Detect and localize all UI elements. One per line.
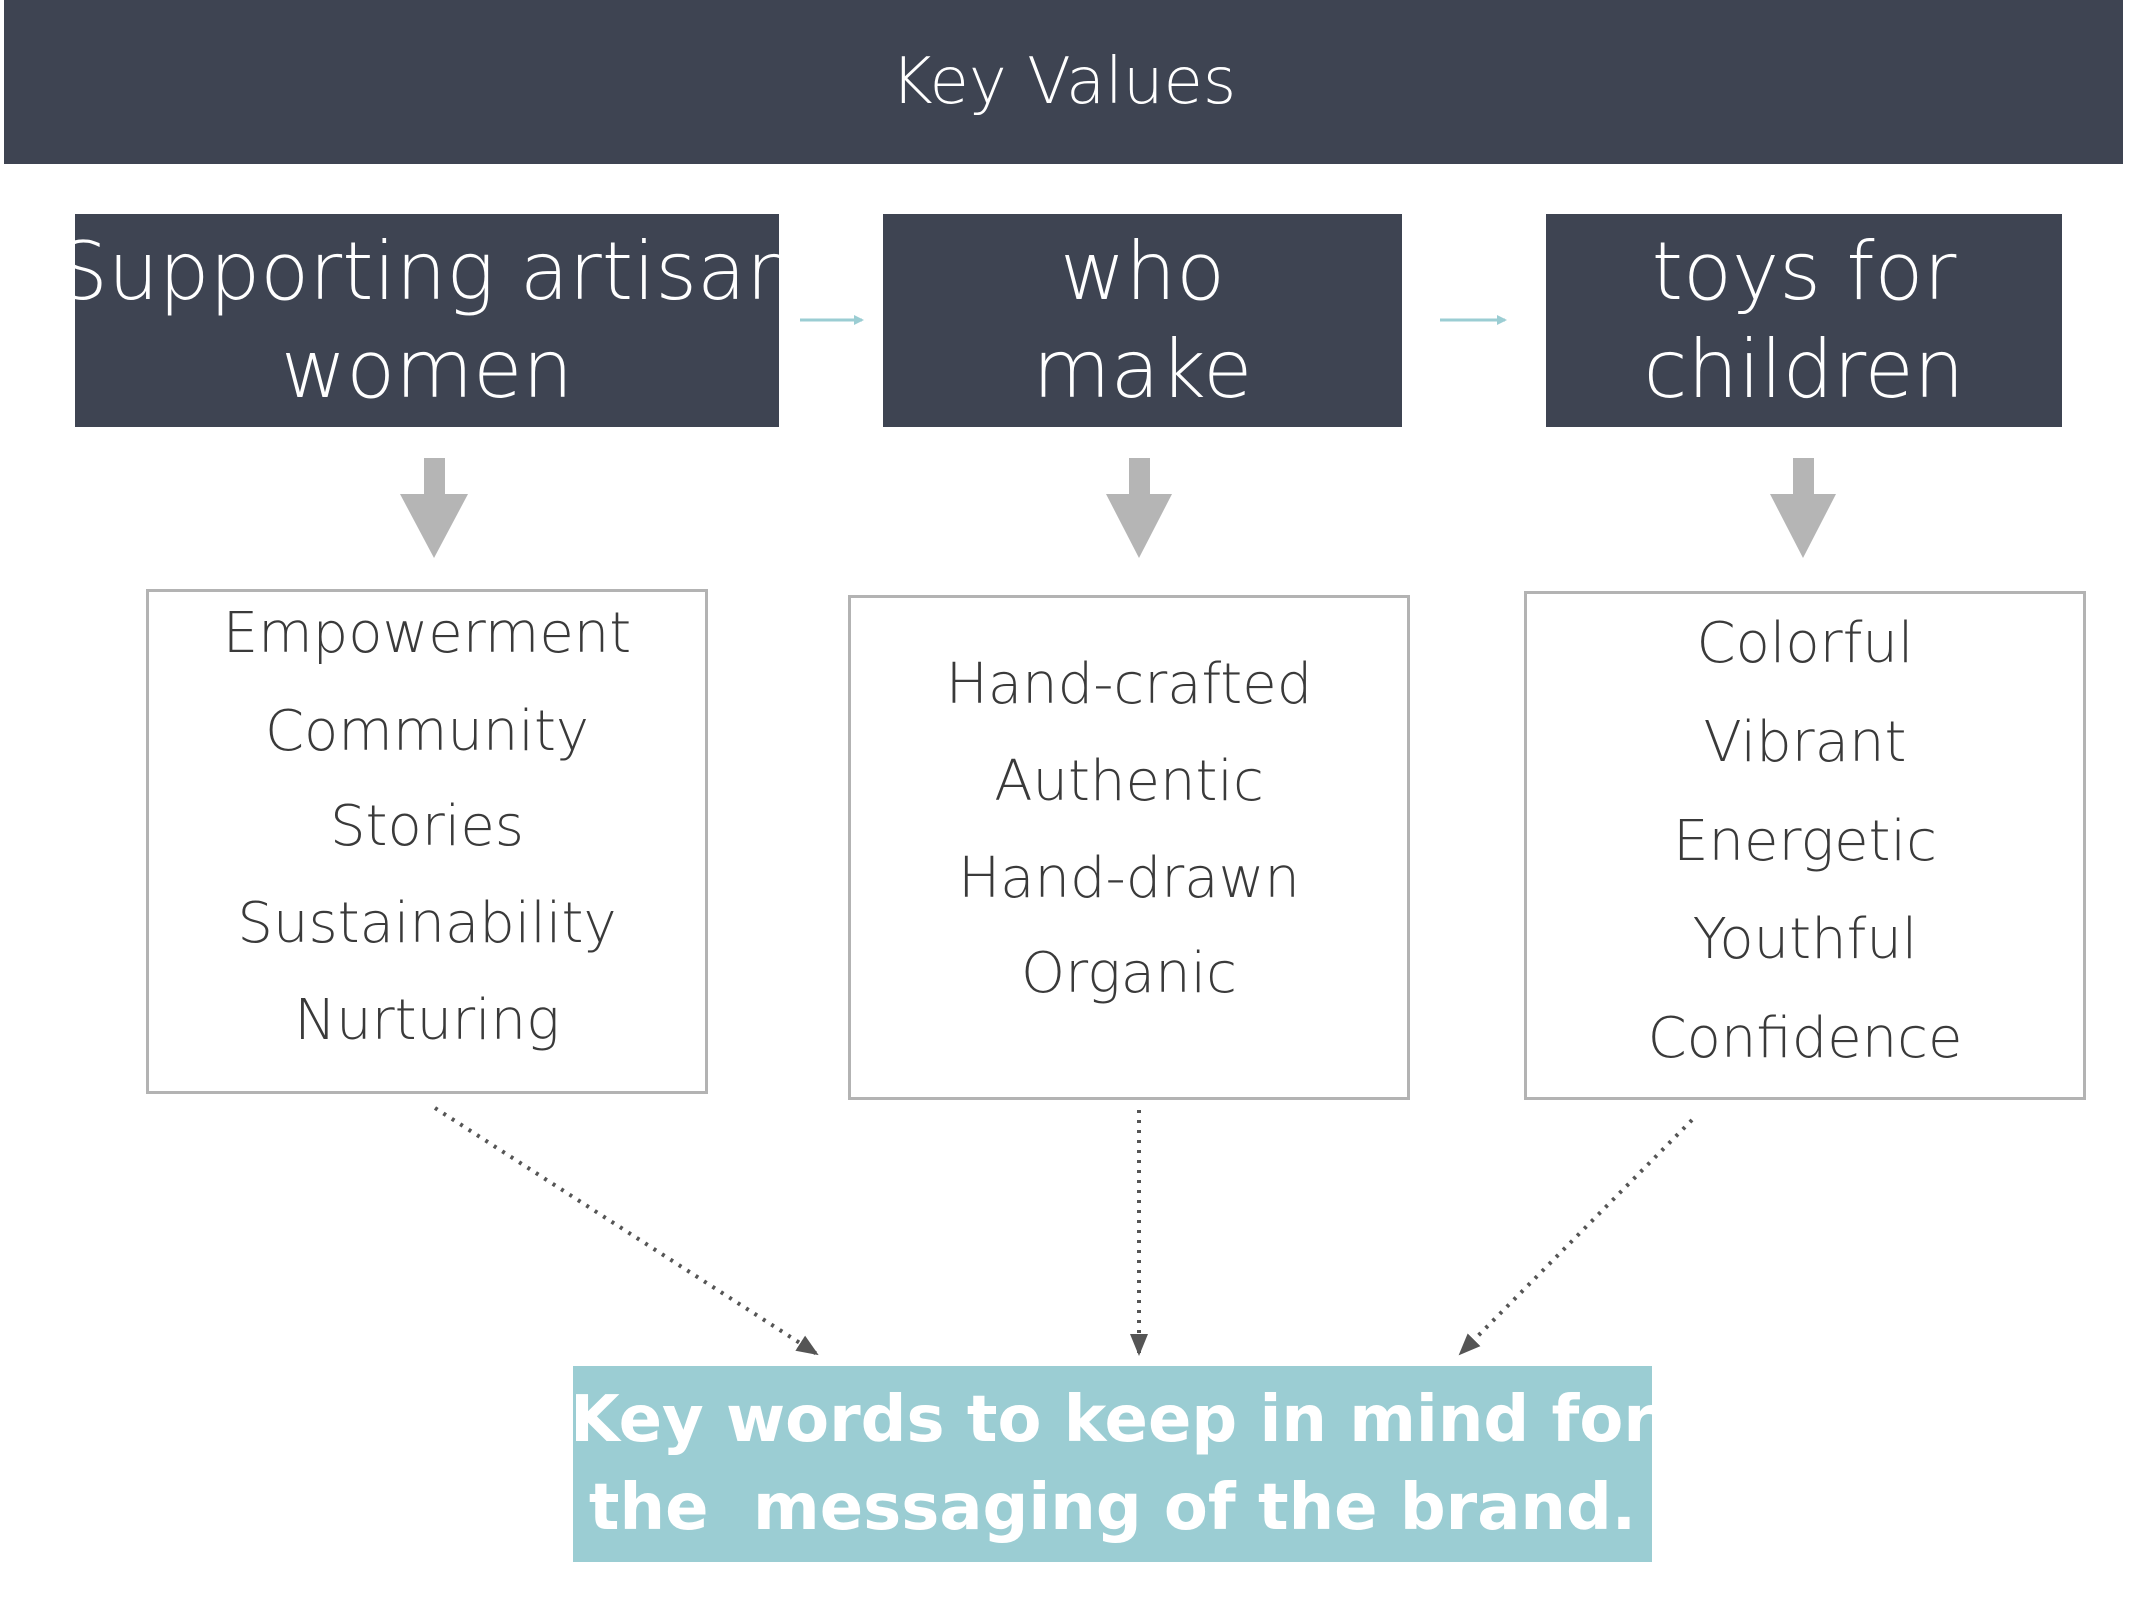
- keyword: Stories: [330, 794, 524, 859]
- keyword: Hand-crafted: [945, 652, 1313, 717]
- keyword: Confidence: [1647, 1006, 1963, 1071]
- callout-line-2: the messaging of the brand.: [588, 1471, 1637, 1545]
- keyword-box-1: Empowerment Community Stories Sustainabi…: [146, 589, 708, 1094]
- dotted-connector-3: [1458, 1118, 1694, 1356]
- keyword-box-2: Hand-crafted Authentic Hand-drawn Organi…: [848, 595, 1410, 1100]
- value-heading-3: toys for children: [1546, 214, 2062, 427]
- title-banner: Key Values: [4, 0, 2123, 164]
- keyword: Community: [264, 699, 590, 764]
- keyword-box-3: Colorful Vibrant Energetic Youthful Conf…: [1524, 591, 2086, 1100]
- keyword: Nurturing: [294, 988, 560, 1053]
- keyword: Vibrant: [1703, 710, 1907, 775]
- value-heading-3-line-1: toys for: [1651, 224, 1957, 318]
- keyword: Energetic: [1673, 809, 1937, 874]
- keyword: Authentic: [994, 749, 1264, 814]
- dotted-connector-1: [433, 1106, 819, 1356]
- value-heading-2-line-2: make: [1032, 322, 1253, 416]
- keyword: Empowerment: [222, 601, 632, 666]
- callout-box: Key words to keep in mind for the messag…: [570, 1366, 1655, 1562]
- value-heading-3-line-2: children: [1643, 322, 1965, 416]
- callout-line-1: Key words to keep in mind for: [570, 1383, 1655, 1457]
- value-heading-2: who make: [883, 214, 1402, 427]
- down-arrow-3: [1770, 458, 1836, 558]
- value-heading-2-line-1: who: [1059, 224, 1226, 318]
- value-heading-1: Supporting artisan women: [57, 214, 797, 427]
- keyword: Organic: [1021, 941, 1237, 1006]
- keyword: Youthful: [1692, 907, 1918, 972]
- down-arrow-2: [1106, 458, 1172, 558]
- value-heading-1-line-2: women: [280, 322, 574, 416]
- page-title: Key Values: [890, 45, 1237, 119]
- keyword: Sustainability: [237, 891, 617, 956]
- down-arrow-1: [400, 458, 468, 558]
- keyword: Colorful: [1696, 611, 1914, 676]
- value-heading-1-line-1: Supporting artisan: [57, 224, 797, 318]
- keyword: Hand-drawn: [958, 846, 1300, 911]
